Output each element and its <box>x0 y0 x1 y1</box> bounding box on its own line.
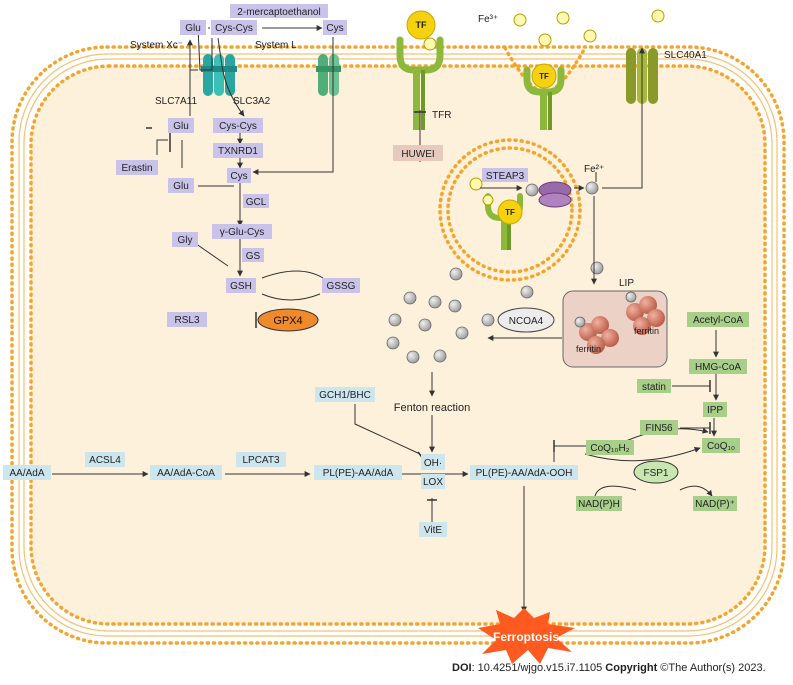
ferritin-a-label: ferritin <box>576 344 601 354</box>
aa-ada-coa-label: AA/AdA-CoA <box>157 468 215 479</box>
lpcat3-label: LPCAT3 <box>242 455 279 466</box>
mevalonate-pathway: Acetyl-CoA HMG-CoA statin IPP FIN56 CoQ₁… <box>576 312 749 511</box>
pl-ooh-label: PL(PE)-AA/AdA-OOH <box>476 468 573 479</box>
fe2-ions <box>386 181 604 364</box>
tf-outside-icon <box>406 10 436 40</box>
txnrd1-label: TXNRD1 <box>218 146 258 157</box>
membrane-labels: SLC7A11 SLC3A2 TFR HUWEI <box>155 96 451 161</box>
gcl-label: GCL <box>246 197 267 208</box>
iron-labels: STEAP3 TF Fe²⁺ LIP NCOA4 ferritin ferrit… <box>315 164 659 470</box>
oh-radical-label: OH· <box>424 458 442 469</box>
slc3a2-label: SLC3A2 <box>233 96 271 107</box>
gly-label: Gly <box>178 235 193 246</box>
gamma-glu-cys-label: γ-Glu-Cys <box>220 227 264 238</box>
system-l-label: System L <box>255 40 297 51</box>
pl-aa-label: PL(PE)-AA/AdA <box>323 468 394 479</box>
gssg-label: GSSG <box>327 281 356 292</box>
erastin-label: Erastin <box>121 163 152 174</box>
aa-ada-label: AA/AdA <box>9 468 44 479</box>
ferroptosis-burst <box>478 608 575 664</box>
lox-label: LOX <box>423 477 443 488</box>
system-xc-label: System Xc⁻ <box>130 40 183 51</box>
cys-in-label: Cys <box>230 171 247 182</box>
slc40a1-transporter <box>626 48 658 104</box>
gpx4-label: GPX4 <box>273 315 302 327</box>
huwei-label: HUWEI <box>401 149 434 160</box>
cys-cys-in-label: Cys-Cys <box>219 121 257 132</box>
endosome <box>438 138 582 282</box>
tfr-label: TFR <box>432 110 451 121</box>
nadp-label: NAD(P)⁺ <box>695 499 735 510</box>
coq10h2-label: CoQ₁₀H₂ <box>590 443 629 454</box>
glu-lower-label: Glu <box>173 181 189 192</box>
outside-labels: Glu Cys-Cys 2-mercaptoethanol Cys System… <box>130 4 707 81</box>
lip-pool <box>562 290 668 368</box>
glu-in-label: Glu <box>173 121 189 132</box>
ferroptosis-label: Ferroptosis <box>493 630 559 644</box>
fenton-label: Fenton reaction <box>394 402 470 414</box>
acsl4-label: ACSL4 <box>89 455 121 466</box>
gch1-bhc-label: GCH1/BHC <box>319 390 371 401</box>
ncoa4-label: NCOA4 <box>509 316 544 327</box>
fe2-label: Fe²⁺ <box>584 164 604 175</box>
acetyl-coa-label: Acetyl-CoA <box>693 315 743 326</box>
ipp-label: IPP <box>707 405 723 416</box>
vite-label: VitE <box>424 525 442 536</box>
cys-cys-out-label: Cys-Cys <box>215 23 253 34</box>
tf-outside-label: TF <box>416 20 427 30</box>
footer-citation: DOI: 10.4251/wjgo.v15.i7.1105 Copyright … <box>452 662 766 674</box>
coq10-label: CoQ₁₀ <box>707 441 735 452</box>
fsp1-label: FSP1 <box>643 468 668 479</box>
slc40a1-label: SLC40A1 <box>664 50 707 61</box>
nadph-label: NAD(P)H <box>578 499 620 510</box>
tfr-endocytosis <box>503 46 587 130</box>
copyright-label: Copyright <box>605 662 658 674</box>
doi-value: : 10.4251/wjgo.v15.i7.1105 <box>471 662 606 674</box>
ferritin-b-label: ferritin <box>634 326 659 336</box>
tf-endosome-label: TF <box>505 208 515 217</box>
slc7a11-label: SLC7A11 <box>155 96 198 107</box>
rsl3-label: RSL3 <box>174 315 199 326</box>
lip-label: LIP <box>619 278 634 289</box>
gs-label: GS <box>246 251 261 262</box>
gsh-label: GSH <box>230 281 252 292</box>
doi-label: DOI <box>452 662 472 674</box>
fin56-label: FIN56 <box>645 423 673 434</box>
glu-out-label: Glu <box>185 23 201 34</box>
gsh-pathway: Glu Cys-Cys TXNRD1 Erastin Glu Cys GCL G… <box>116 118 360 332</box>
mercaptoethanol-label: 2-mercaptoethanol <box>237 7 320 18</box>
copyright-value: ©The Author(s) 2023. <box>657 662 766 674</box>
tf-endocytosis-label: TF <box>539 72 549 81</box>
hmg-coa-label: HMG-CoA <box>695 362 741 373</box>
tfr-receptor <box>396 36 444 130</box>
cys-out-label: Cys <box>326 23 343 34</box>
lipid-labels: AA/AdA ACSL4 AA/AdA-CoA LPCAT3 PL(PE)-AA… <box>3 452 578 664</box>
system-l-transporter <box>316 54 341 96</box>
fe3-label: Fe³⁺ <box>478 14 498 25</box>
fe3-ions <box>423 9 665 51</box>
steap3-label: STEAP3 <box>486 171 525 182</box>
system-xc-transporter <box>201 54 237 96</box>
statin-label: statin <box>642 382 666 393</box>
